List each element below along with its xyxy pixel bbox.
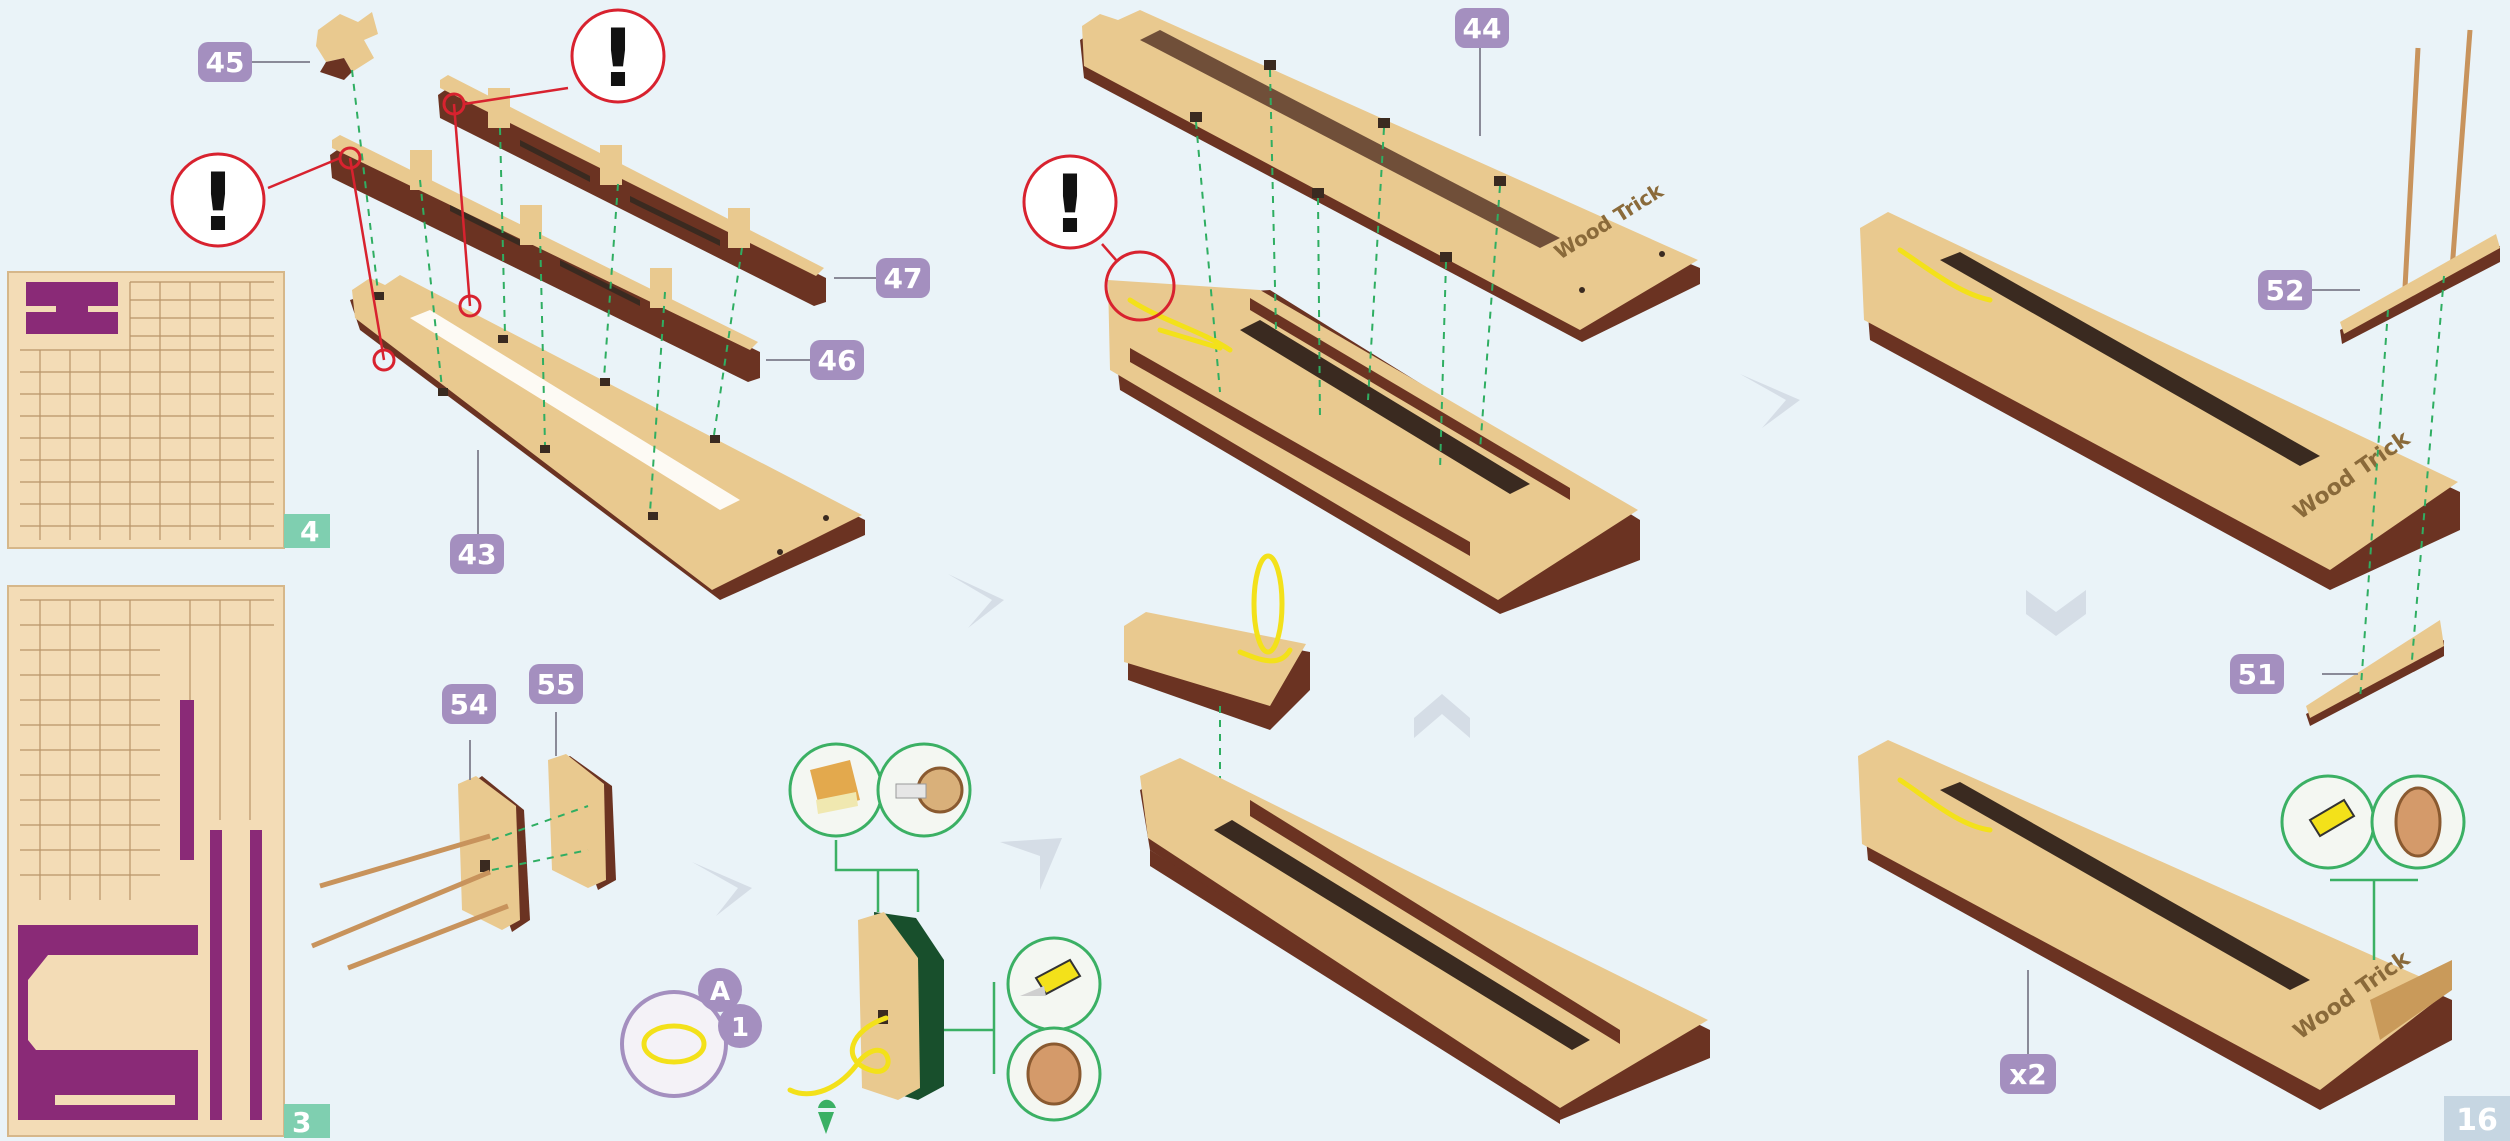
arrow-down-icon <box>2026 590 2086 636</box>
cut-zoom-pair <box>1008 938 1100 1120</box>
svg-text:46: 46 <box>818 344 857 377</box>
turn-arrow-icon <box>818 1100 836 1134</box>
step-1-assembly: ! ! 45 43 47 46 <box>172 10 930 600</box>
svg-text:45: 45 <box>206 46 245 79</box>
parts-sheet-4: 4 <box>8 272 330 548</box>
label-51: 51 <box>2230 654 2284 694</box>
step-3-rope-block: A 1 <box>622 744 1100 1134</box>
upper-assembled-frame: Wood Trick <box>1860 212 2460 590</box>
label-55: 55 <box>529 664 583 704</box>
svg-text:52: 52 <box>2266 274 2305 307</box>
svg-text:47: 47 <box>884 262 923 295</box>
page-number: 16 <box>2444 1096 2510 1141</box>
label-x2: x2 <box>2000 1054 2056 1094</box>
svg-text:A: A <box>710 977 730 1007</box>
rope-holder-block <box>1124 556 1310 730</box>
svg-text:16: 16 <box>2456 1103 2498 1138</box>
label-46: 46 <box>810 340 864 380</box>
arrow-up-icon <box>1414 694 1470 738</box>
arrow-right-icon <box>1000 838 1062 890</box>
finish-zoom-pair <box>2282 776 2464 868</box>
part-45-connector <box>316 12 378 80</box>
label-54: 54 <box>442 684 496 724</box>
parts-sheet-3: 3 <box>8 586 330 1139</box>
label-47: 47 <box>876 258 930 298</box>
svg-text:51: 51 <box>2238 658 2277 691</box>
step-5-lower-frame <box>1140 758 1710 1124</box>
label-45: 45 <box>198 42 252 82</box>
part-52-support <box>2340 30 2500 344</box>
arrow-right-icon <box>692 862 752 916</box>
warning-glyph: ! <box>200 156 236 249</box>
step-2-assembly: 54 55 <box>312 664 616 968</box>
svg-text:54: 54 <box>450 688 489 721</box>
step-6-assembly: Wood Trick 52 51 Wood Trick <box>1858 30 2500 1110</box>
part-55-block <box>548 754 616 890</box>
step-5-assembly <box>1124 556 1710 1124</box>
svg-text:1: 1 <box>731 1013 749 1043</box>
svg-text:43: 43 <box>458 538 497 571</box>
arrow-right-icon <box>1740 374 1800 428</box>
label-43: 43 <box>450 534 504 574</box>
svg-text:55: 55 <box>537 668 576 701</box>
sheet-4-number: 4 <box>300 515 319 548</box>
rope-loop-part-a1: A 1 <box>622 968 762 1096</box>
arrow-right-icon <box>948 574 1004 628</box>
step-4-assembly: Wood Trick ! 44 <box>1024 8 1700 614</box>
warning-glyph: ! <box>1052 158 1088 251</box>
svg-text:44: 44 <box>1463 12 1502 45</box>
sheet-3-number: 3 <box>292 1106 311 1139</box>
svg-text:x2: x2 <box>2009 1058 2047 1091</box>
warning-glyph: ! <box>600 12 636 105</box>
part-47-rail <box>438 75 826 306</box>
part-54-block <box>458 776 530 932</box>
glue-zoom-pair <box>790 744 970 836</box>
label-44: 44 <box>1455 8 1509 48</box>
label-52: 52 <box>2258 270 2312 310</box>
